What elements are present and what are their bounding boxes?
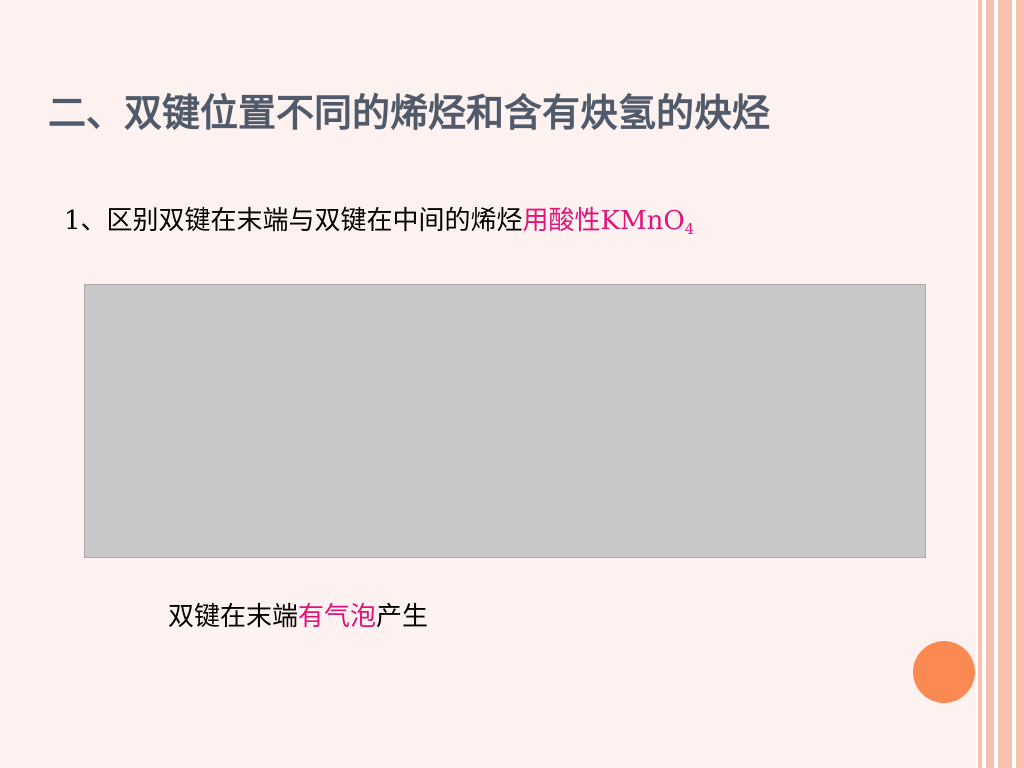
slide-title: 二、双键位置不同的烯烃和含有炔氢的炔烃 — [48, 91, 771, 135]
note-highlight: 有气泡 — [298, 602, 377, 632]
reagent-subscript: 4 — [684, 220, 695, 238]
decorative-circle — [913, 641, 975, 703]
reagent-text: 用酸性KMnO — [522, 206, 685, 236]
note-prefix: 双键在末端 — [168, 602, 299, 632]
border-stripe — [998, 0, 1012, 768]
border-stripe — [1016, 0, 1024, 768]
note-suffix: 产生 — [376, 602, 429, 632]
reaction-scheme-image — [84, 284, 926, 558]
border-stripe — [986, 0, 994, 768]
observation-note: 双键在末端有气泡产生 — [168, 596, 428, 633]
heading-text: 1、区别双键在末端与双键在中间的烯烃 — [64, 206, 523, 236]
border-stripe — [978, 0, 982, 768]
section-heading: 1、区别双键在末端与双键在中间的烯烃用酸性KMnO4 — [64, 200, 694, 238]
